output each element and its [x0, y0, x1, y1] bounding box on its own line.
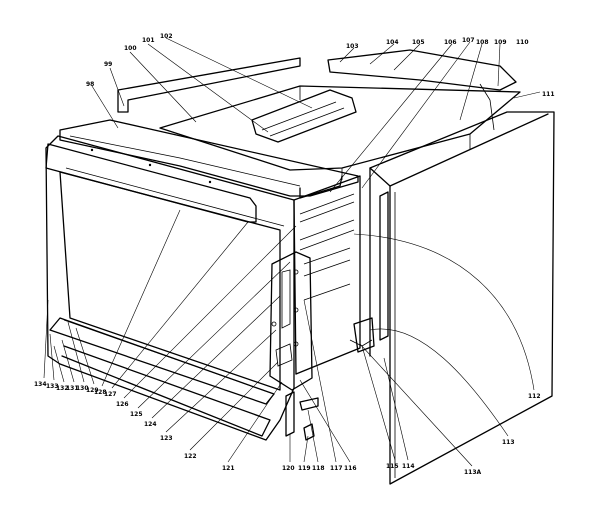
hinge-parts	[349, 191, 389, 353]
callout-111: 111	[542, 91, 555, 98]
callout-112: 112	[528, 393, 541, 400]
oven-door	[45, 135, 295, 441]
callout-129: 129	[86, 387, 99, 394]
callout-133: 133	[46, 383, 59, 390]
callout-118: 118	[312, 465, 325, 472]
callout-108: 108	[476, 39, 489, 46]
callout-100: 100	[124, 45, 137, 52]
cabinet-body	[369, 111, 555, 485]
callout-110: 110	[516, 39, 529, 46]
callout-120: 120	[282, 465, 295, 472]
callout-113a: 113A	[464, 469, 482, 476]
callout-106: 106	[444, 39, 457, 46]
callout-124: 124	[144, 421, 157, 428]
callout-101: 101	[142, 37, 155, 44]
callout-121: 121	[222, 465, 235, 472]
callout-125: 125	[130, 411, 143, 418]
callout-105: 105	[412, 39, 425, 46]
callout-130: 130	[76, 385, 89, 392]
callout-114: 114	[402, 463, 415, 470]
callout-109: 109	[494, 39, 507, 46]
callout-102: 102	[160, 33, 173, 40]
rear-top-brackets	[117, 49, 517, 131]
callout-104: 104	[386, 39, 399, 46]
callout-122: 122	[184, 453, 197, 460]
callout-115: 115	[386, 463, 399, 470]
callout-128: 128	[94, 389, 107, 396]
callout-99: 99	[104, 61, 112, 68]
callout-127: 127	[104, 391, 117, 398]
callout-labels: 98 99 100 101 102 103 104 105 106 107 10…	[34, 33, 555, 476]
top-vent-duct	[251, 89, 357, 143]
callout-103: 103	[346, 43, 359, 50]
front-face-frame	[59, 119, 359, 199]
callout-126: 126	[116, 401, 129, 408]
callout-117: 117	[330, 465, 343, 472]
callout-113: 113	[502, 439, 515, 446]
callout-123: 123	[160, 435, 173, 442]
callout-116: 116	[344, 465, 357, 472]
callout-98: 98	[86, 81, 94, 88]
leader-lines	[43, 37, 541, 467]
callout-107: 107	[462, 37, 475, 44]
callout-119: 119	[298, 465, 311, 472]
oven-cavity	[293, 175, 361, 375]
callout-132: 132	[56, 385, 69, 392]
callout-131: 131	[66, 385, 79, 392]
callout-134: 134	[34, 381, 47, 388]
